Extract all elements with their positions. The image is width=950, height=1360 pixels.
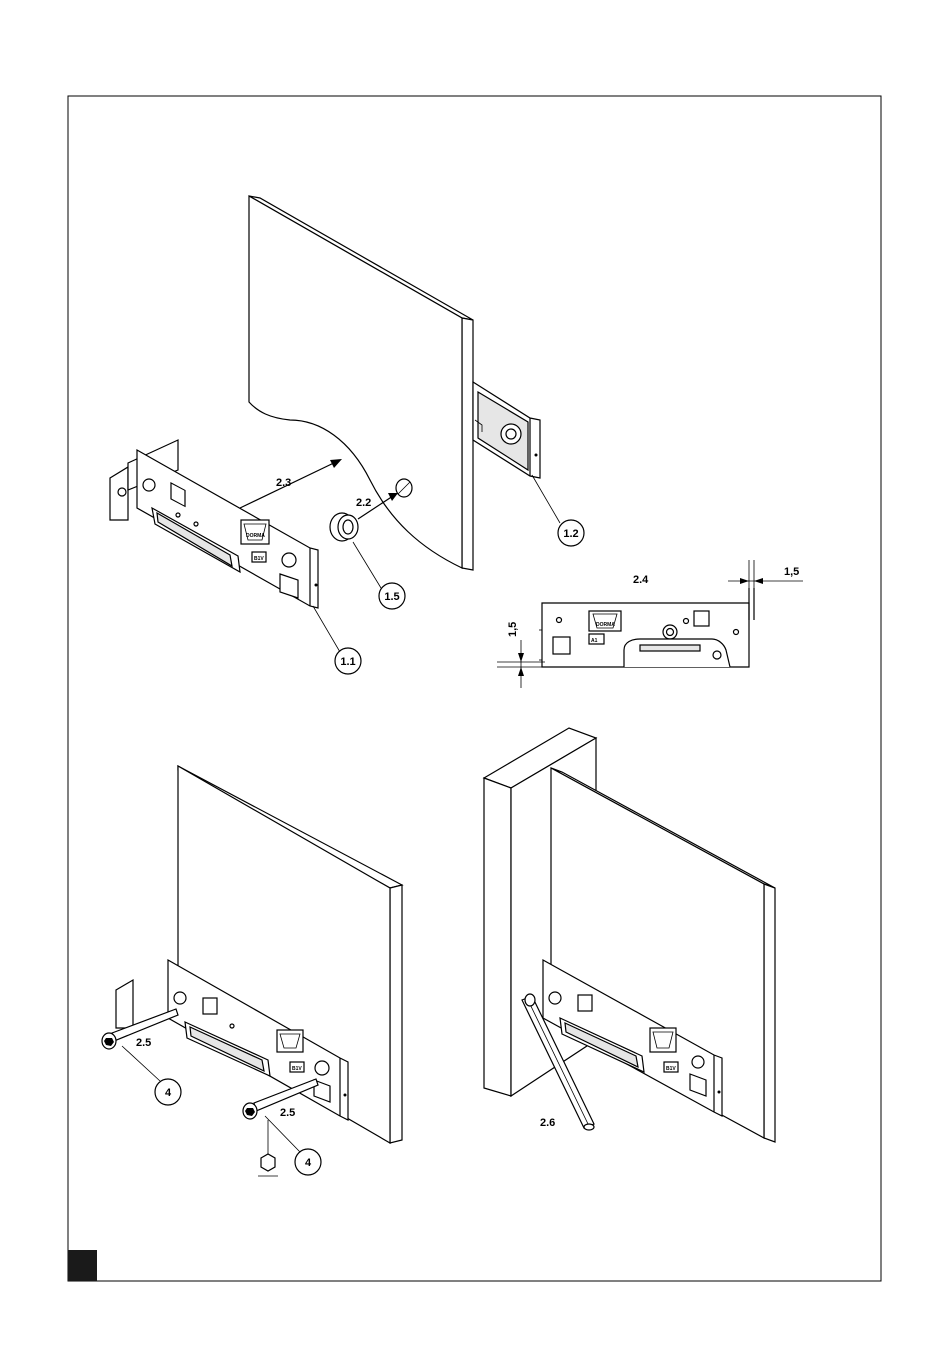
label-2-2: 2.2 [356, 497, 371, 509]
svg-text:4: 4 [305, 1157, 312, 1169]
svg-text:1.1: 1.1 [340, 656, 355, 668]
dim-label-1-5-top: 1,5 [784, 566, 799, 578]
label-2-3: 2.3 [276, 477, 291, 489]
svg-text:A1: A1 [591, 638, 598, 644]
callout-4-a: 4 [155, 1079, 181, 1105]
page-corner-marker [68, 1250, 97, 1281]
callout-1-2: 1.2 [558, 520, 584, 546]
dim-label-1-5-side: 1,5 [507, 622, 519, 637]
svg-text:1.5: 1.5 [384, 591, 399, 603]
svg-text:B1V: B1V [292, 1066, 302, 1072]
hex-drive-icon [261, 1154, 275, 1171]
plate-code-mark: B1V [254, 556, 264, 562]
callout-4-b: 4 [295, 1149, 321, 1175]
label-2-5-b: 2.5 [280, 1107, 295, 1119]
label-2-6: 2.6 [540, 1117, 555, 1129]
rear-plate [473, 382, 540, 478]
label-2-5-a: 2.5 [136, 1037, 151, 1049]
svg-text:DORMA: DORMA [596, 622, 615, 628]
svg-text:B1V: B1V [666, 1066, 676, 1072]
door-panel [249, 196, 473, 570]
figure-hex-key-adjustment: B1V 2.6 [484, 728, 775, 1142]
callout-1-5: 1.5 [379, 583, 405, 609]
callout-1-1: 1.1 [335, 648, 361, 674]
front-plate: DORMA B1V [110, 440, 318, 608]
svg-text:1.2: 1.2 [563, 528, 578, 540]
figure-screw-fixing: B1V 2.5 4 2.5 4 [102, 766, 402, 1176]
plate-brand-mark: DORMA [246, 533, 265, 539]
svg-text:4: 4 [165, 1087, 172, 1099]
figure-plate-dimensions: 2.4 DORMA A1 1,5 1,5 [497, 560, 803, 688]
figure-exploded-assembly: DORMA B1V 2.3 2.2 1.2 1.5 [110, 196, 584, 674]
label-2-4: 2.4 [633, 574, 649, 586]
